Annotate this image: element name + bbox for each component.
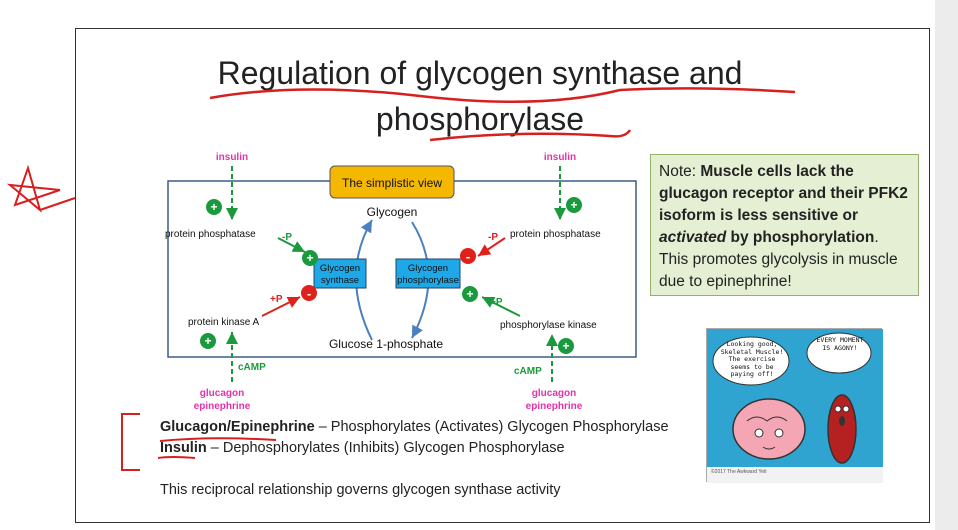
note-bold-2: by phosphorylation	[726, 229, 875, 246]
plus-sign: +	[204, 334, 211, 348]
title-line-2: phosphorylase	[375, 101, 585, 137]
bottom-line-1-rest: – Phosphorylates (Activates) Glycogen Ph…	[314, 419, 669, 435]
comic-image: Looking good, Skeletal Muscle! The exerc…	[706, 328, 883, 483]
minus-circle-icon	[460, 248, 476, 264]
plus-sign: +	[466, 287, 473, 301]
protein-kinase-a-label: protein kinase A	[188, 317, 259, 328]
minus-p-left: -P	[282, 232, 292, 243]
plus-sign: +	[562, 339, 569, 353]
plus-circle-icon	[206, 199, 222, 215]
star-annotation-icon	[6, 164, 76, 213]
note-italic: activated	[659, 229, 727, 246]
simplistic-view-label: The simplistic view	[342, 176, 442, 190]
title-underline-annotation-2	[429, 129, 632, 142]
synthase-label-1: Glycogen	[320, 263, 360, 274]
plus-p-right: +P	[490, 297, 503, 308]
bottom-line-2-rest: – Dephosphorylates (Inhibits) Glycogen P…	[206, 440, 565, 456]
phosphorylase-kinase-label: phosphorylase kinase	[500, 320, 597, 331]
glycogen-phosphorylase-box	[395, 258, 461, 289]
title-line-1: Regulation of glycogen synthase and	[217, 55, 743, 91]
bottom-line-2: Insulin – Dephosphorylates (Inhibits) Gl…	[160, 440, 565, 456]
insulin-right-label: insulin	[544, 152, 576, 163]
pp-right-to-phosphorylase-arrow	[477, 237, 506, 257]
simplistic-view-box	[329, 165, 455, 199]
glucagon-right-label: glucagon	[532, 388, 576, 399]
phk-to-phosphorylase-arrow	[481, 296, 521, 317]
minus-circle-icon	[301, 285, 317, 301]
right-scroll-strip	[935, 0, 958, 530]
glucose-1-phosphate-label: Glucose 1-phosphate	[329, 337, 443, 351]
slide-frame	[75, 28, 930, 523]
plus-circle-icon	[566, 197, 582, 213]
plus-sign: +	[306, 251, 313, 265]
epinephrine-left-label: epinephrine	[194, 401, 251, 412]
minus-p-right: -P	[488, 232, 498, 243]
protein-phosphatase-right-label: protein phosphatase	[510, 229, 601, 240]
bottom-line-3: This reciprocal relationship governs gly…	[160, 482, 561, 498]
epinephrine-right-label: epinephrine	[526, 401, 583, 412]
comic-credit: ©2017 The Awkward Yeti	[711, 469, 767, 475]
underline-annotation-2	[157, 456, 196, 459]
plus-sign: +	[570, 198, 577, 212]
insulin-bold: Insulin	[160, 440, 207, 456]
synthase-label-2: synthase	[321, 275, 359, 286]
glucagon-epinephrine-bold: Glucagon/Epinephrine	[160, 419, 315, 435]
note-rest: . This promotes glycolysis in muscle due…	[659, 229, 898, 290]
glycogen-label: Glycogen	[367, 205, 418, 219]
minus-sign: -	[307, 286, 311, 301]
glucagon-left-label: glucagon	[200, 388, 244, 399]
phosphorylase-label-1: Glycogen	[408, 263, 448, 274]
pp-left-to-synthase-arrow	[277, 237, 306, 253]
pka-to-synthase-arrow	[261, 296, 301, 317]
plus-sign: +	[210, 200, 217, 214]
insulin-left-label: insulin	[216, 152, 248, 163]
comic-illustration: Looking good, Skeletal Muscle! The exerc…	[707, 329, 883, 483]
note-bold-1: Muscle cells lack the glucagon receptor …	[659, 163, 908, 224]
comic-bubble-left: Looking good, Skeletal Muscle! The exerc…	[720, 341, 784, 378]
page-title: Regulation of glycogen synthase and phos…	[140, 50, 820, 142]
note-prefix: Note:	[659, 163, 701, 180]
comic-bubble-right: EVERY MOMENT IS AGONY!	[816, 337, 864, 352]
plus-circle-icon	[558, 338, 574, 354]
note-box: Note: Muscle cells lack the glucagon rec…	[650, 154, 919, 296]
plus-circle-icon	[302, 250, 318, 266]
plus-circle-icon	[200, 333, 216, 349]
bottom-line-1: Glucagon/Epinephrine – Phosphorylates (A…	[160, 419, 669, 435]
plus-p-left: +P	[270, 294, 283, 305]
underline-annotation	[159, 437, 277, 442]
protein-phosphatase-left-label: protein phosphatase	[165, 229, 256, 240]
plus-circle-icon	[462, 286, 478, 302]
minus-sign: -	[466, 249, 470, 264]
camp-left-label: cAMP	[238, 362, 266, 373]
bracket-annotation	[121, 413, 140, 471]
title-underline-annotation	[209, 87, 796, 104]
phosphorylase-label-2: phosphorylase	[397, 275, 459, 286]
glycogen-synthase-box	[313, 258, 367, 289]
camp-right-label: cAMP	[514, 366, 542, 377]
